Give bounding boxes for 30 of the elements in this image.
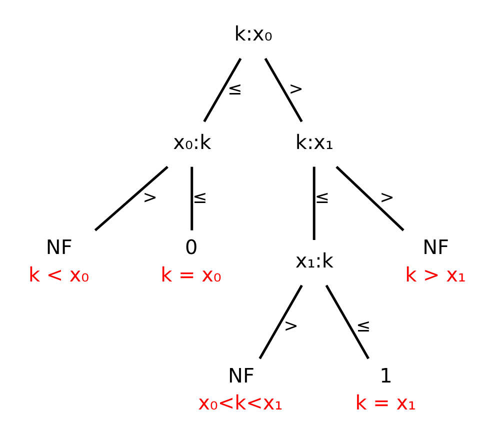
node-text: 1: [379, 363, 392, 388]
edge-label: ≤: [314, 188, 330, 208]
node-text: NF: [422, 234, 449, 259]
edge-label: >: [288, 80, 303, 100]
node-text: NF: [228, 363, 254, 388]
node-text: NF: [45, 234, 72, 259]
edge-label: ≤: [227, 80, 242, 100]
node-text: k:x₁: [294, 130, 333, 154]
connector: [202, 58, 242, 122]
connector: [324, 284, 369, 360]
edge-label: ≤: [356, 316, 370, 337]
edge-label: >: [142, 188, 157, 208]
connector: [258, 284, 302, 360]
connector: [335, 166, 404, 232]
node-text: x₀:k: [172, 130, 211, 154]
edge-label: ≤: [192, 188, 207, 208]
node-label: k = x₁: [354, 390, 416, 415]
connector: [94, 166, 168, 232]
node-label: k > x₁: [404, 262, 466, 286]
connector: [190, 166, 193, 230]
edge-label: >: [283, 316, 298, 337]
node-label: k < x₀: [28, 262, 89, 286]
connector: [312, 166, 315, 240]
node-label: x₀<k<x₁: [198, 390, 282, 415]
node-text: x₁:k: [294, 248, 333, 273]
node-text: 0: [184, 234, 198, 259]
edge-label: >: [379, 188, 394, 208]
node-label: k = x₀: [160, 262, 221, 286]
connector: [264, 58, 302, 122]
node-text: k:x₀: [234, 22, 272, 46]
